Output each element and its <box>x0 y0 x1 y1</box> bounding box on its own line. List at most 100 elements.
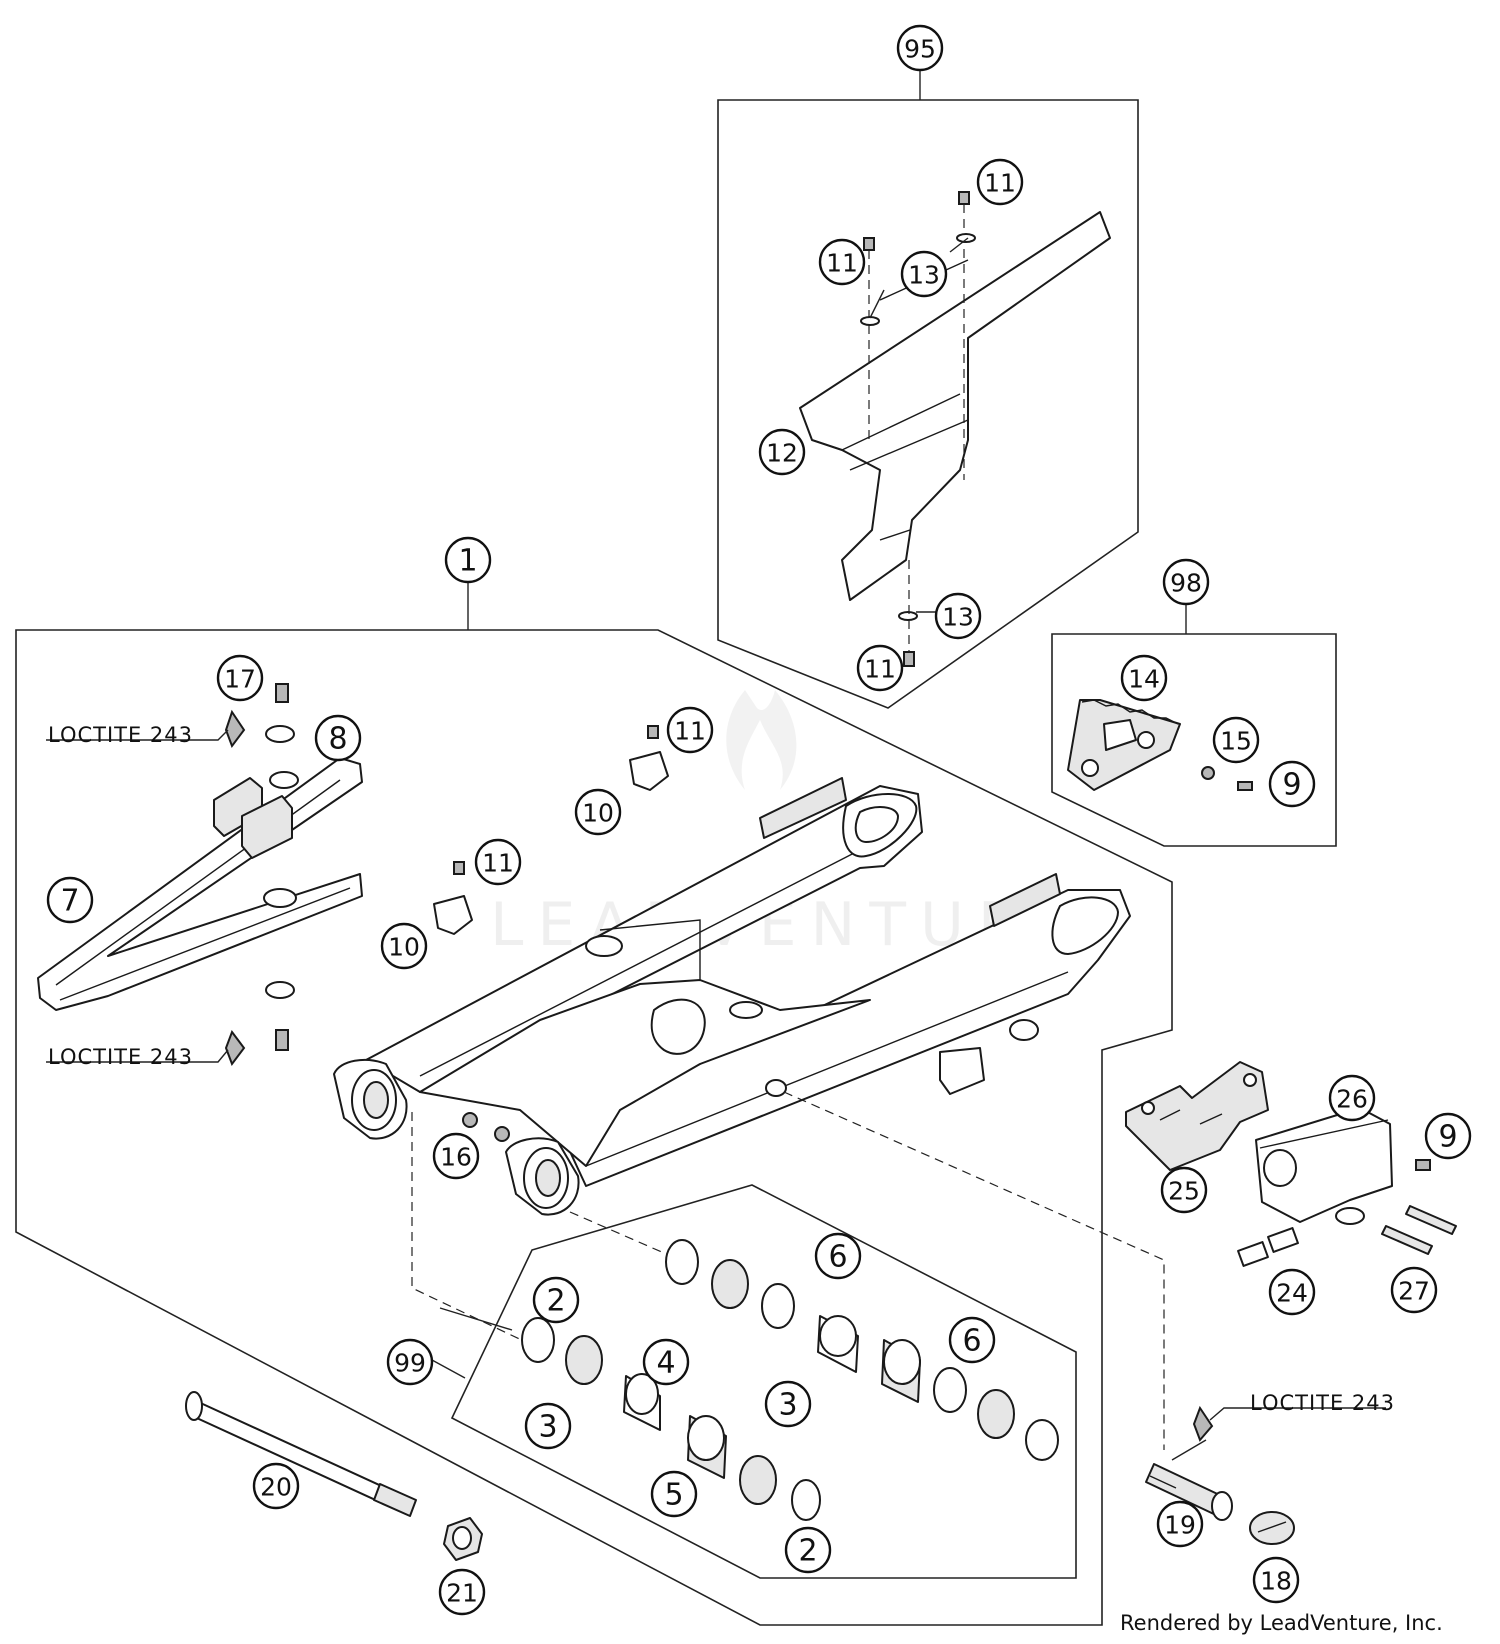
bearing-upper-right <box>977 1389 1015 1439</box>
callout-c4: 4 <box>642 1338 690 1386</box>
pivot-axle-20 <box>185 1391 417 1517</box>
seal-2-right <box>791 1479 821 1521</box>
callout-circle <box>444 536 492 584</box>
callout-label: 21 <box>446 1579 478 1608</box>
nut-21 <box>443 1517 483 1561</box>
callout-circle <box>818 238 866 286</box>
callout-label: 15 <box>1220 727 1252 756</box>
callout-label: 12 <box>766 439 798 468</box>
callout-c27: 27 <box>1390 1266 1438 1314</box>
screw-9-top <box>1237 781 1253 791</box>
callout-circle <box>1268 760 1316 808</box>
callout-c21: 21 <box>438 1568 486 1616</box>
seal-upper-right <box>1025 1419 1059 1461</box>
loctite-drop-2 <box>224 1029 246 1067</box>
callout-label: 95 <box>904 35 936 64</box>
callout-c12: 12 <box>758 428 806 476</box>
callout-c6a: 6 <box>814 1232 862 1280</box>
callout-circle <box>856 644 904 692</box>
loctite-drop-3 <box>1192 1405 1214 1442</box>
callout-c15: 15 <box>1212 716 1260 764</box>
group-95-outline <box>717 99 1139 709</box>
callout-c11c: 11 <box>856 644 904 692</box>
callout-c20: 20 <box>252 1462 300 1510</box>
callout-circle <box>784 1526 832 1574</box>
callout-c13a: 13 <box>900 250 948 298</box>
callout-c9b: 9 <box>1424 1112 1472 1160</box>
callout-circle <box>764 1380 812 1428</box>
callout-circle <box>532 1276 580 1324</box>
callout-c3b: 3 <box>764 1380 812 1428</box>
callout-circle <box>474 838 522 886</box>
callout-circle <box>1156 1500 1204 1548</box>
callout-label: 8 <box>328 722 347 757</box>
callout-label: 10 <box>582 799 614 828</box>
swingarm-part <box>333 777 1131 1216</box>
seal-2-left <box>521 1317 555 1363</box>
callout-circle <box>1424 1112 1472 1160</box>
callout-circle <box>46 876 94 924</box>
callout-c2b: 2 <box>784 1526 832 1574</box>
callout-circle <box>1268 1268 1316 1316</box>
callout-label: 18 <box>1260 1567 1292 1596</box>
callout-c9a: 9 <box>1268 760 1316 808</box>
clip-10-lower <box>433 861 473 935</box>
callout-c18: 18 <box>1252 1556 1300 1604</box>
callout-label: 16 <box>440 1143 472 1172</box>
group-98-outline <box>1051 633 1337 847</box>
loctite-drop-1 <box>224 709 246 749</box>
callout-label: 20 <box>260 1473 292 1502</box>
screw-9-right <box>1415 1159 1431 1171</box>
callout-label: 25 <box>1168 1177 1200 1206</box>
callout-c99: 99 <box>386 1338 434 1386</box>
callout-label: 1 <box>458 544 477 579</box>
seal-upper-left <box>665 1239 699 1285</box>
callout-circle <box>524 1402 572 1450</box>
callout-circle <box>1390 1266 1438 1314</box>
washer-6-right <box>933 1367 967 1413</box>
callout-label: 11 <box>826 249 858 278</box>
loctite-note-2: LOCTITE 243 <box>48 1045 193 1069</box>
callout-label: 13 <box>908 261 940 290</box>
callout-circle <box>814 1232 862 1280</box>
callout-c11b: 11 <box>818 238 866 286</box>
group-99-outline <box>450 1184 1077 1579</box>
group-1-outline <box>15 629 1173 1626</box>
callout-c11d: 11 <box>666 706 714 754</box>
callout-circle <box>642 1338 690 1386</box>
callout-label: 2 <box>546 1284 565 1319</box>
callout-label: 11 <box>864 655 896 684</box>
bearing-kit-parts <box>521 1239 1059 1521</box>
callout-c7: 7 <box>46 876 94 924</box>
callout-label: 7 <box>60 884 79 919</box>
chain-slider-part <box>37 757 363 1011</box>
callout-label: 2 <box>798 1534 817 1569</box>
callout-circle <box>1212 716 1260 764</box>
washer-13-top <box>956 233 976 243</box>
clip-10-upper <box>629 725 669 791</box>
bearing-upper-left <box>711 1259 749 1309</box>
callout-c10b: 10 <box>380 922 428 970</box>
callout-circle <box>900 250 948 298</box>
sleeves-24 <box>1237 1227 1299 1267</box>
callout-label: 24 <box>1276 1279 1308 1308</box>
callout-c3a: 3 <box>524 1402 572 1450</box>
callout-circle <box>758 428 806 476</box>
callout-circle <box>948 1316 996 1364</box>
screw-17 <box>275 683 289 703</box>
callout-label: 13 <box>942 603 974 632</box>
bolt-11-top <box>958 191 970 480</box>
chain-guide-part <box>799 211 1111 601</box>
loctite-note-3: LOCTITE 243 <box>1250 1391 1395 1415</box>
bolts-27 <box>1381 1205 1457 1255</box>
callout-c14: 14 <box>1120 654 1168 702</box>
callout-c16: 16 <box>432 1132 480 1180</box>
callout-label: 14 <box>1128 665 1160 694</box>
callout-c2a: 2 <box>532 1276 580 1324</box>
callout-label: 6 <box>962 1324 981 1359</box>
callout-c19: 19 <box>1156 1500 1204 1548</box>
callout-label: 26 <box>1336 1085 1368 1114</box>
callout-label: 3 <box>538 1410 557 1445</box>
